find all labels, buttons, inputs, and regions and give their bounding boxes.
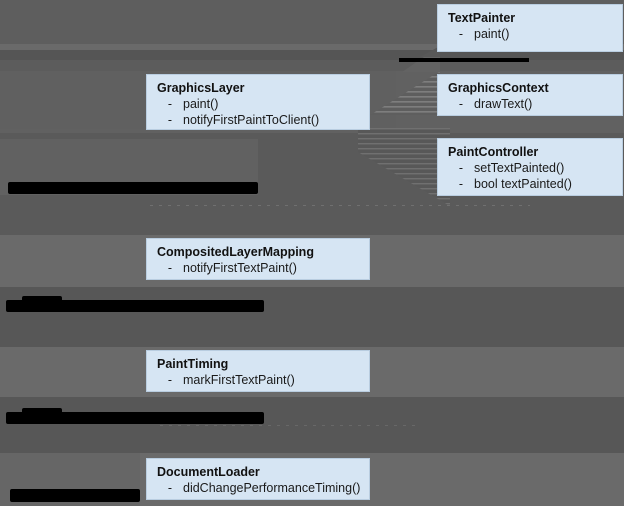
class-member: - drawText() [448,96,612,112]
visibility-marker: - [458,177,464,191]
class-member: - paint() [157,96,359,112]
member-signature: paint() [474,27,510,41]
uml-class-graphics-context[interactable]: GraphicsContext - drawText() [437,74,623,116]
member-signature: notifyFirstTextPaint() [183,261,297,275]
class-title: PaintController [448,145,539,159]
background-band [0,287,624,347]
visibility-marker: - [167,261,173,275]
background-slab [370,235,624,287]
class-title: GraphicsContext [448,81,549,95]
background-band [0,397,624,453]
member-signature: setTextPainted() [474,161,565,175]
connector-arrow-icon [358,128,450,210]
class-member: - markFirstTextPaint() [157,372,359,388]
class-member: - bool textPainted() [448,176,612,192]
class-title: CompositedLayerMapping [157,245,314,259]
class-title: PaintTiming [157,357,229,371]
uml-class-composited-layer-mapping[interactable]: CompositedLayerMapping - notifyFirstText… [146,238,370,280]
member-signature: paint() [183,97,219,111]
class-member: - notifyFirstPaintToClient() [157,112,359,128]
class-member: - notifyFirstTextPaint() [157,260,359,276]
member-signature: markFirstTextPaint() [183,373,295,387]
class-member: - didChangePerformanceTiming() [157,480,361,496]
uml-class-paint-timing[interactable]: PaintTiming - markFirstTextPaint() [146,350,370,392]
class-title: TextPainter [448,11,516,25]
redaction-bar [22,296,62,302]
member-signature: notifyFirstPaintToClient() [183,113,320,127]
background-band [0,44,624,50]
uml-class-text-painter[interactable]: TextPainter - paint() [437,4,623,52]
background-slab [0,0,396,44]
uml-class-graphics-layer[interactable]: GraphicsLayer - paint() - notifyFirstPai… [146,74,370,130]
class-title: GraphicsLayer [157,81,245,95]
class-member: - paint() [448,26,612,42]
connector-arrow-icon [360,71,440,119]
member-signature: didChangePerformanceTiming() [183,481,361,495]
uml-class-paint-controller[interactable]: PaintController - setTextPainted() - boo… [437,138,623,196]
redaction-bar [10,489,140,502]
visibility-marker: - [167,97,173,111]
uml-class-document-loader[interactable]: DocumentLoader - didChangePerformanceTim… [146,458,370,500]
class-member: - setTextPainted() [448,160,612,176]
visibility-marker: - [458,27,464,41]
redaction-bar [399,58,529,62]
background-band [0,50,624,60]
background-band [0,60,624,71]
dotted-separator [160,425,420,426]
redaction-bar [8,182,258,194]
visibility-marker: - [458,97,464,111]
member-signature: drawText() [474,97,533,111]
visibility-marker: - [167,373,173,387]
redaction-bar [6,300,264,312]
redaction-bar [6,412,264,424]
redaction-bar [22,408,62,414]
visibility-marker: - [167,113,173,127]
visibility-marker: - [458,161,464,175]
visibility-marker: - [167,481,173,495]
member-signature: bool textPainted() [474,177,572,191]
dotted-separator [150,205,530,206]
class-title: DocumentLoader [157,465,260,479]
